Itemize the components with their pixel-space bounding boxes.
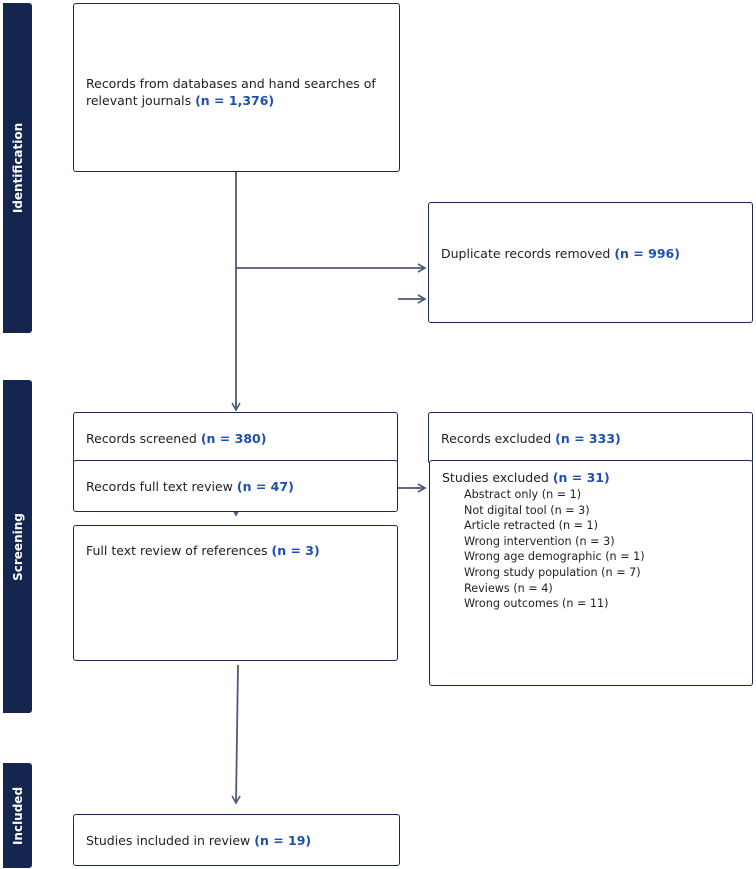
exclusion-reason: Not digital tool (n = 3) — [464, 503, 590, 517]
records-identified-count: (n = 1,376) — [195, 93, 275, 108]
records-screened-box: Records screened (n = 380) — [73, 412, 398, 464]
studies-excluded-box: Studies excluded (n = 31) Abstract only … — [429, 460, 753, 686]
records-identified-box: Records from databases and hand searches… — [73, 3, 400, 172]
duplicates-removed-label: Duplicate records removed — [441, 246, 611, 261]
exclusion-reason: Wrong age demographic (n = 1) — [464, 550, 645, 564]
full-text-review-count: (n = 47) — [236, 479, 294, 494]
records-identified-label: Records from databases and hand searches… — [86, 76, 376, 108]
studies-included-label: Studies included in review — [86, 833, 251, 848]
full-text-review-label: Records full text review — [86, 479, 233, 494]
records-excluded-count: (n = 333) — [555, 431, 621, 446]
records-excluded-label: Records excluded — [441, 431, 552, 446]
duplicates-removed-count: (n = 996) — [614, 246, 680, 261]
studies-included-count: (n = 19) — [254, 833, 312, 848]
exclusion-reason: Wrong study population (n = 7) — [464, 565, 641, 579]
references-review-count: (n = 3) — [271, 543, 320, 558]
references-review-box: Full text review of references (n = 3) — [73, 525, 398, 661]
exclusion-reason: Article retracted (n = 1) — [464, 519, 599, 533]
studies-included-box: Studies included in review (n = 19) — [73, 814, 400, 866]
references-review-label: Full text review of references — [86, 543, 268, 558]
records-screened-count: (n = 380) — [200, 431, 267, 446]
exclusion-reason: Reviews (n = 4) — [464, 581, 553, 595]
full-text-review-box: Records full text review (n = 47) — [73, 460, 398, 512]
studies-excluded-label: Studies excluded — [442, 470, 549, 485]
phase-screening: Screening — [3, 380, 32, 713]
records-screened-label: Records screened — [86, 431, 197, 446]
exclusion-reasons-list: Abstract only (n = 1) Not digital tool (… — [464, 487, 645, 612]
exclusion-reason: Wrong outcomes (n = 11) — [464, 597, 609, 611]
arrow-references-to-included — [231, 664, 241, 805]
records-excluded-box: Records excluded (n = 333) — [428, 412, 753, 464]
exclusion-reason: Wrong intervention (n = 3) — [464, 534, 615, 548]
phase-included: Included — [3, 763, 32, 868]
phase-identification: Identification — [3, 3, 32, 333]
duplicates-removed-box: Duplicate records removed (n = 996) — [428, 202, 753, 323]
studies-excluded-count: (n = 31) — [552, 470, 610, 485]
exclusion-reason: Abstract only (n = 1) — [464, 488, 582, 501]
